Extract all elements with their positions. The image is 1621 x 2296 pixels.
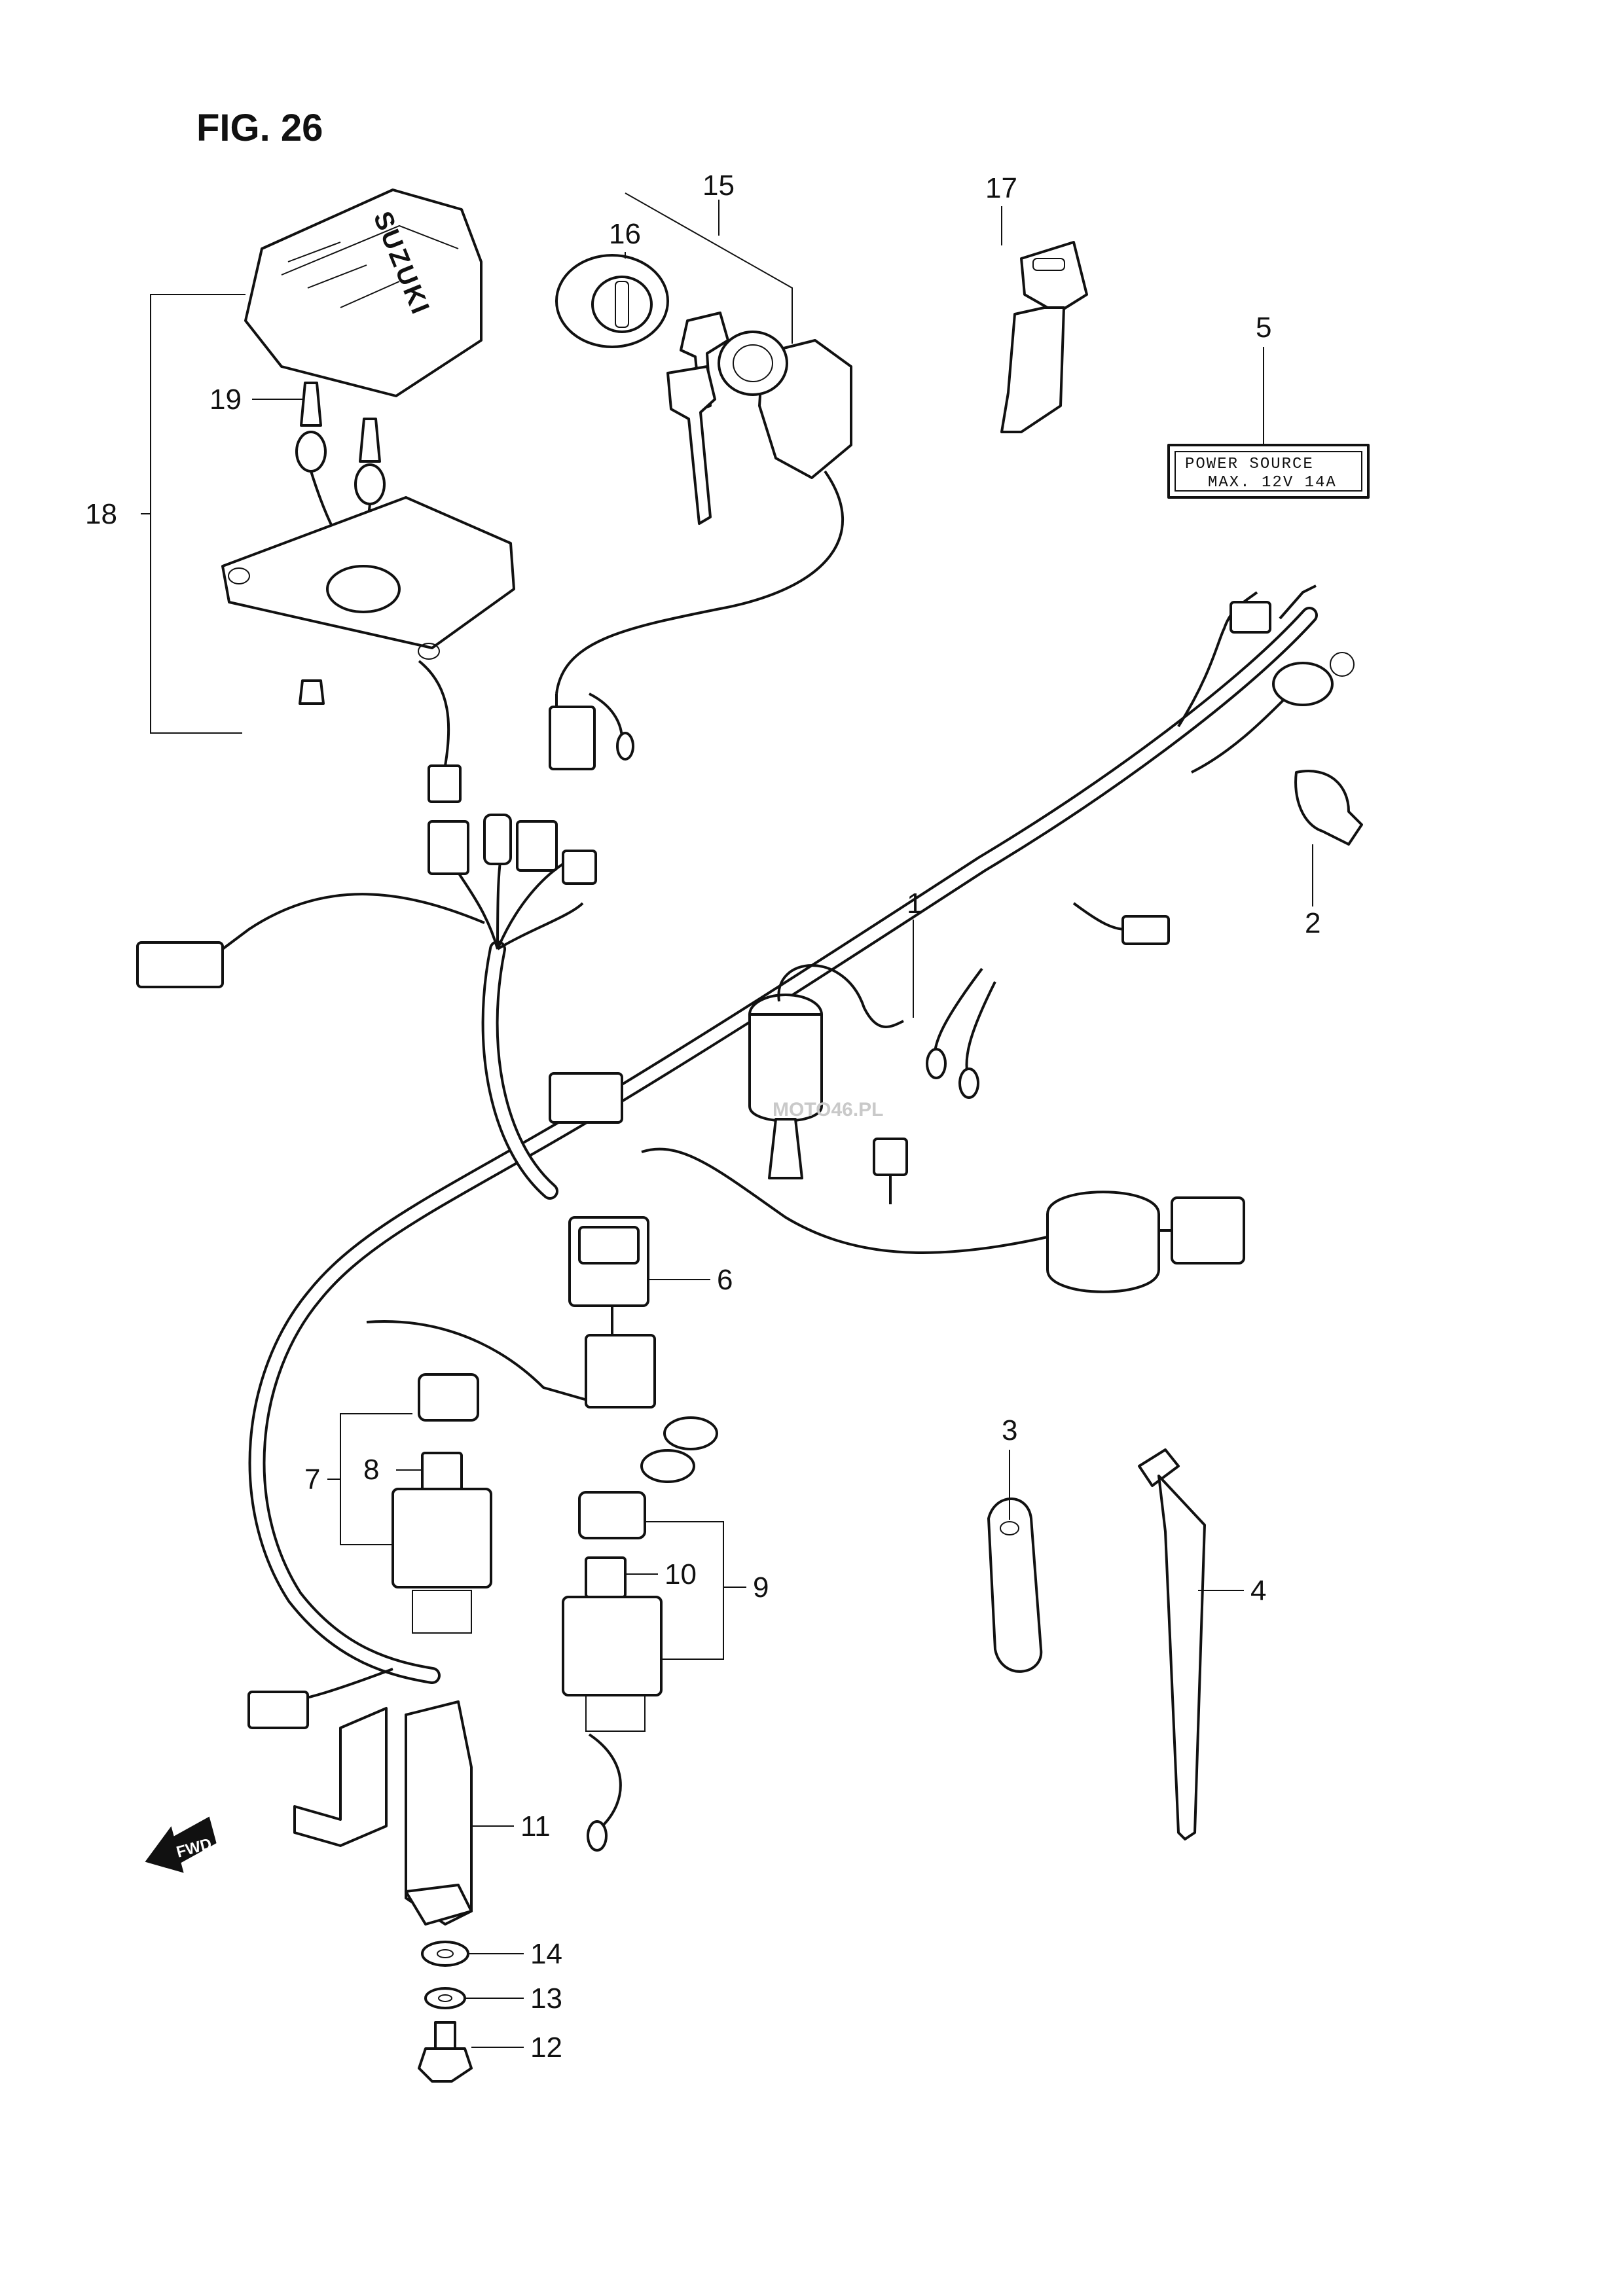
socket-right <box>354 463 386 505</box>
callout-16: 16 <box>609 218 641 250</box>
harness-coupler-center <box>873 1138 908 1176</box>
bracket-screw <box>299 679 325 705</box>
label-line1: POWER SOURCE <box>1185 456 1314 473</box>
bulb-left <box>300 382 322 427</box>
switch-key-2 <box>666 365 716 525</box>
harness-coupler-mid <box>549 1072 623 1124</box>
figure-title: FIG. 26 <box>196 107 323 149</box>
socket-left <box>295 431 327 473</box>
label-line2: MAX. 12V 14A <box>1208 474 1337 492</box>
starter-relay <box>568 1216 656 1408</box>
wiring-harness <box>136 584 1355 1852</box>
callout-3: 3 <box>1002 1414 1017 1446</box>
harness-coupler-c <box>516 820 558 872</box>
callout-17: 17 <box>985 172 1017 204</box>
harness-coupler-d <box>562 850 597 885</box>
harness-bracket <box>293 1700 473 1926</box>
bolt <box>418 2021 473 2083</box>
leader-lines <box>141 192 1313 2048</box>
harness-coupler-right <box>1121 915 1170 945</box>
switch-coupler <box>549 706 596 770</box>
callout-13: 13 <box>530 1982 562 2015</box>
switch-key-1 <box>680 312 729 410</box>
harness-round-connector <box>1272 662 1334 706</box>
callout-6: 6 <box>717 1264 733 1296</box>
callout-11: 11 <box>520 1810 551 1842</box>
harness-coupler-lower-left <box>247 1691 309 1729</box>
callout-4: 4 <box>1250 1575 1266 1607</box>
washer-lock <box>424 1987 466 2009</box>
callout-12: 12 <box>530 2032 562 2064</box>
harness-capacitor <box>1046 1191 1160 1293</box>
clamp <box>1294 770 1363 846</box>
watermark: MOTO46.PL <box>773 1099 883 1121</box>
callout-9: 9 <box>753 1571 769 1604</box>
callout-10: 10 <box>665 1558 697 1590</box>
fuse-holder-sub <box>562 1491 663 1732</box>
power-source-label: POWER SOURCE MAX. 12V 14A <box>1167 444 1370 499</box>
ignition-switch-assembly <box>549 254 852 770</box>
callout-19: 19 <box>209 384 242 416</box>
fuse-main <box>421 1452 463 1494</box>
callout-2: 2 <box>1305 907 1320 939</box>
fuse-sub <box>585 1556 627 1598</box>
harness-coupler-a <box>428 820 469 875</box>
cable-tie <box>1138 1448 1206 1840</box>
callout-8: 8 <box>363 1454 379 1486</box>
callout-15: 15 <box>702 170 735 202</box>
harness-coupler-top-right <box>1229 601 1271 634</box>
callout-5: 5 <box>1256 312 1271 344</box>
cable-band <box>987 1498 1043 1673</box>
cover-coupler <box>428 764 462 803</box>
fuse-holder-main <box>392 1373 492 1634</box>
callout-numbers: 1 2 3 4 5 6 7 8 9 10 11 12 13 14 15 16 1… <box>85 170 1320 2064</box>
harness-coupler-b <box>483 814 512 865</box>
callout-14: 14 <box>530 1938 562 1970</box>
fwd-arrow: FWD <box>145 1816 217 1873</box>
callout-7: 7 <box>304 1463 320 1496</box>
bulb-right <box>359 418 381 463</box>
washer-plain <box>421 1941 469 1967</box>
callout-18: 18 <box>85 498 117 530</box>
indicator-cover-assembly: SUZUKI <box>221 188 515 803</box>
harness-coupler-left <box>136 941 224 988</box>
key <box>1000 241 1088 433</box>
callout-1: 1 <box>907 888 922 920</box>
